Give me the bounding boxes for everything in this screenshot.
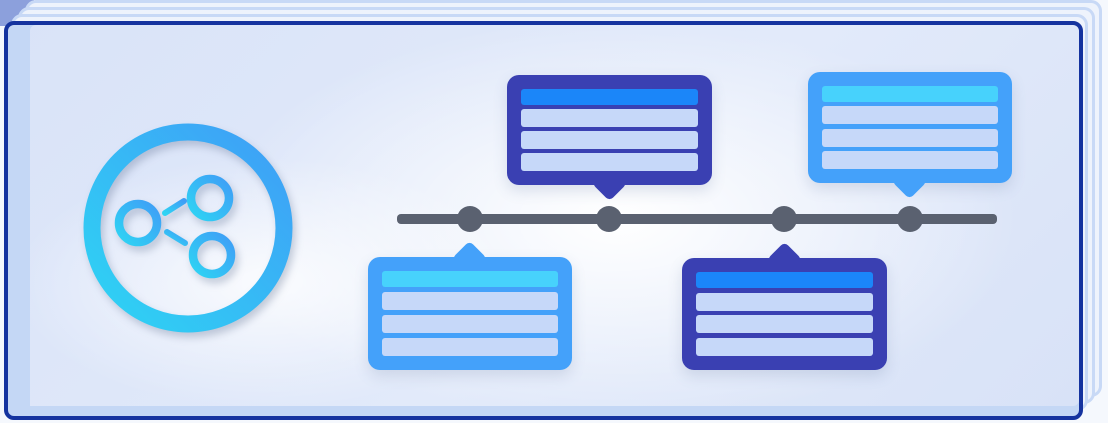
text-line-bar (696, 337, 873, 356)
share-network-icon-svg (83, 123, 293, 333)
callout-header-bar (521, 89, 698, 105)
text-line-bar (382, 292, 558, 310)
callout-card-2 (507, 75, 712, 202)
timeline-dot (596, 206, 622, 232)
text-line-bar (822, 106, 998, 125)
timeline-dot (771, 206, 797, 232)
text-line-bar (521, 153, 698, 171)
callout-header-bar (382, 271, 558, 287)
callout-card-1 (368, 240, 572, 370)
share-network-icon (78, 118, 298, 338)
timeline-dot (897, 206, 923, 232)
text-line-bar (382, 338, 558, 356)
text-line-bar (521, 131, 698, 149)
callout-header-bar (696, 272, 873, 288)
text-line-bar (822, 150, 998, 169)
callout-header-bar (822, 86, 998, 102)
text-line-bar (382, 315, 558, 333)
callout-card-3 (682, 241, 887, 370)
text-line-bar (822, 128, 998, 147)
timeline-dot (457, 206, 483, 232)
text-line-bar (696, 315, 873, 334)
text-line-bar (696, 292, 873, 311)
timeline-line (397, 214, 997, 224)
text-line-bar (521, 109, 698, 127)
callout-card-4 (808, 72, 1012, 200)
